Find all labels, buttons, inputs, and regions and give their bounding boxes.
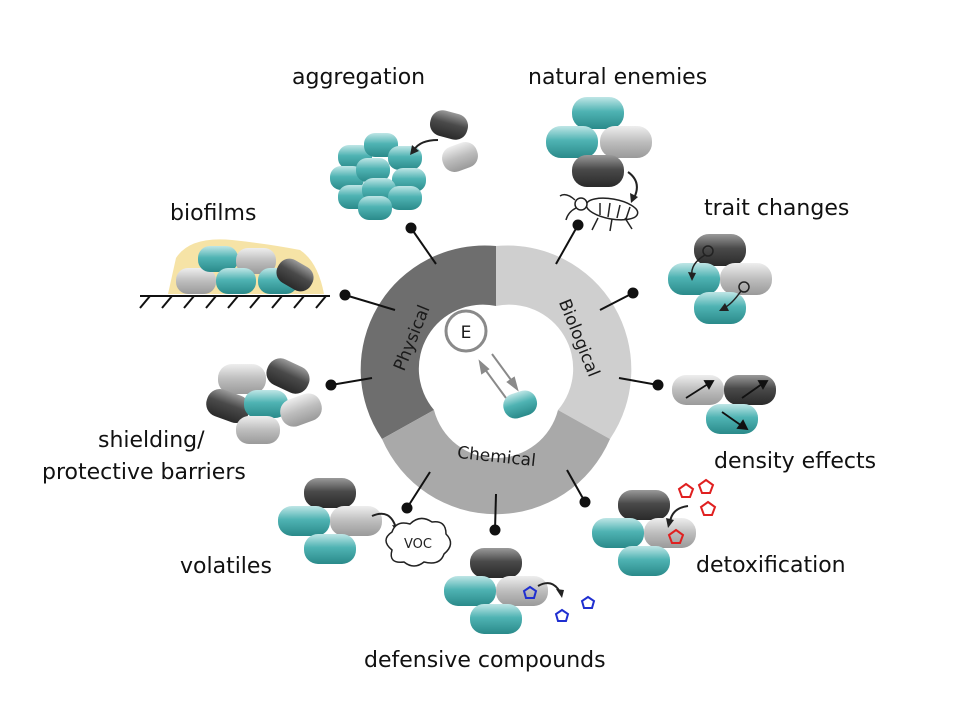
label-defensive-compounds: defensive compounds [364,648,606,673]
toxin-molecules-icon [667,478,717,544]
label-volatiles: volatiles [180,554,272,579]
compound-molecules-icon [522,585,596,622]
label-shielding-line2: protective barriers [42,460,246,485]
biofilms-illustration [139,239,330,309]
biological-segment [496,245,632,439]
connectors [325,219,664,536]
microbe-cell-icon [503,390,538,419]
natural-enemies-illustration [546,97,652,232]
environment-symbol: E [461,323,472,343]
chemical-segment [382,410,610,515]
label-natural-enemies: natural enemies [528,65,707,90]
center-ring: Physical Biological Chemical E [360,245,632,515]
physical-segment [360,245,496,439]
volatiles-illustration: VOC [278,478,452,567]
aggregation-illustration [330,110,478,220]
predator-bug-icon [559,193,639,232]
shielding-illustration [206,358,322,444]
label-shielding-line1: shielding/ [98,428,205,453]
label-aggregation: aggregation [292,65,425,90]
voc-cloud-icon [385,517,452,567]
label-density-effects: density effects [714,449,876,474]
mechanism-labels: aggregation natural enemies biofilms tra… [42,65,876,673]
label-detoxification: detoxification [696,553,846,578]
environment-circle [444,309,488,353]
exchange-arrows-icon [478,353,519,399]
density-effects-illustration [672,375,776,434]
label-biofilms: biofilms [170,201,256,226]
label-trait-changes: trait changes [704,196,849,221]
surface-hatching [139,295,330,309]
trait-changes-illustration [668,234,772,324]
voc-label: VOC [404,537,432,552]
defensive-compounds-illustration [444,548,596,634]
detoxification-illustration [592,478,717,576]
